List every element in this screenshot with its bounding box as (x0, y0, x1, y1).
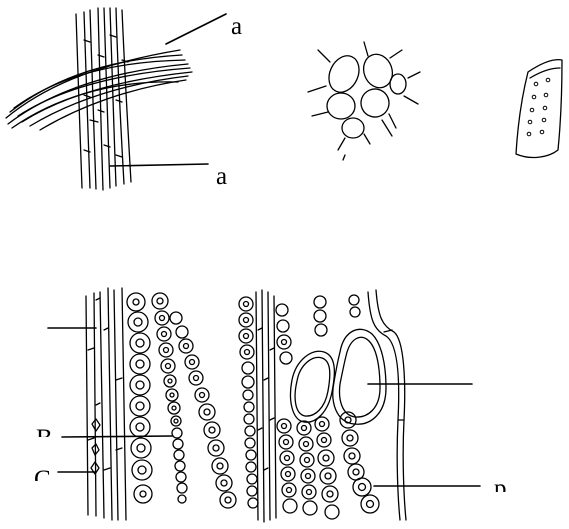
cell-column-4 (239, 297, 258, 508)
pitted-vessel-sketch (516, 60, 562, 158)
label-a-top: a (231, 14, 242, 39)
fiber-bundle-sketch (6, 8, 226, 190)
label-p: p (494, 476, 507, 492)
cell-column-1 (127, 293, 152, 503)
cell-column-7 (340, 295, 379, 513)
longitudinal-section-sketch (48, 288, 480, 522)
cell-column-2 (152, 293, 187, 503)
cell-column-5 (276, 304, 297, 513)
cell-cluster-sketch (308, 42, 420, 160)
label-b: B (36, 426, 53, 437)
cell-column-6 (297, 296, 339, 519)
label-a-bottom: a (216, 164, 227, 189)
label-c: C (34, 467, 51, 481)
